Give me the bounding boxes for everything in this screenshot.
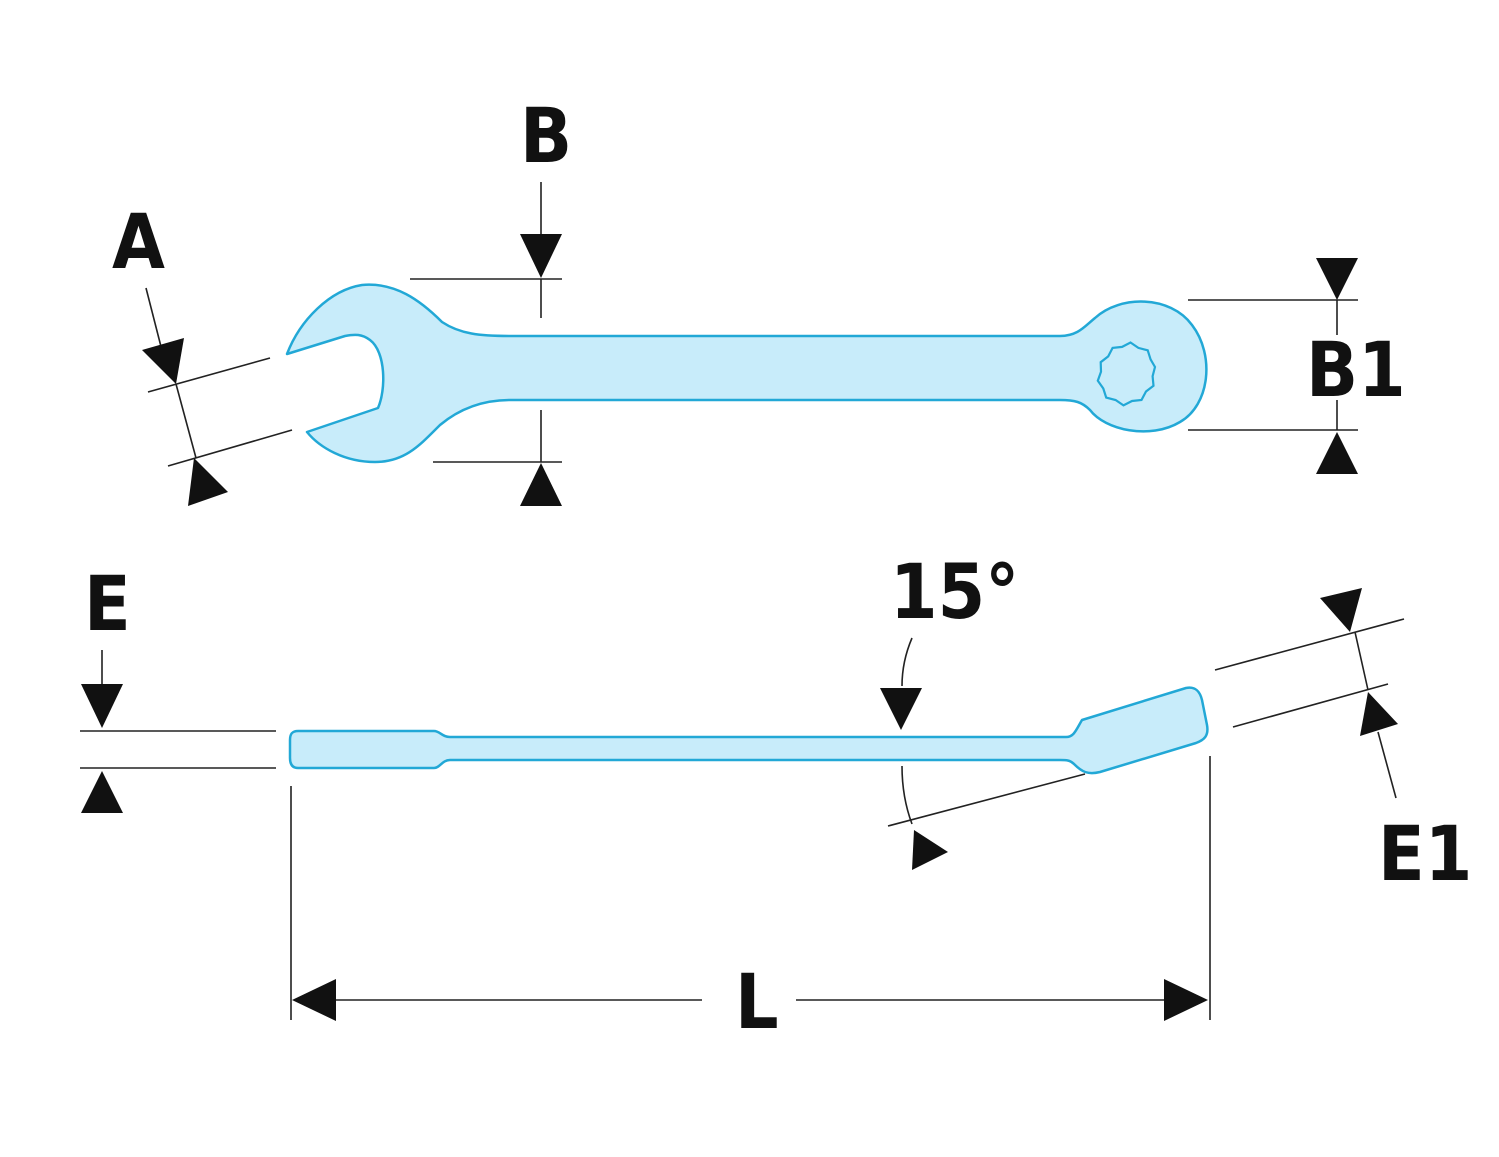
label-e: E <box>84 559 131 648</box>
dimension-b-arrow-bottom <box>520 463 562 506</box>
dimension-b1-arrow-bottom <box>1316 432 1358 474</box>
dimension-b-arrow-top <box>520 234 562 278</box>
dimension-b: B <box>410 91 572 506</box>
dimension-e-arrow-bottom <box>81 771 123 813</box>
dimension-b1-arrow-top <box>1316 258 1358 300</box>
wrench-side-body <box>288 686 1209 775</box>
label-a: A <box>112 197 165 286</box>
dimension-l-arrow-left <box>292 979 336 1021</box>
dimension-e1-arrow-bottom <box>1360 692 1398 736</box>
angle-arrow-top <box>880 688 922 730</box>
label-e1: E1 <box>1378 809 1472 898</box>
label-l: L <box>735 957 779 1046</box>
dimension-b1: B1 <box>1188 258 1406 474</box>
dimension-a-arrow-bottom <box>188 458 228 506</box>
wrench-top-view <box>285 283 1208 464</box>
label-angle: 15° <box>890 547 1019 636</box>
dimension-e-arrow-top <box>81 684 123 728</box>
angle-arrow-bottom <box>912 830 948 870</box>
wrench-ring-opening <box>1096 341 1157 407</box>
dimension-angle: 15° <box>880 547 1086 870</box>
dimension-e1-arrow-top <box>1320 588 1362 632</box>
dimension-e1: E1 <box>1214 588 1472 898</box>
dimension-a-arrow-top <box>142 338 184 384</box>
dimension-l-arrow-right <box>1164 979 1208 1021</box>
dimension-a: A <box>112 197 293 506</box>
dimension-e: E <box>80 559 276 813</box>
label-b1: B1 <box>1306 325 1406 414</box>
wrench-side-view <box>288 686 1209 775</box>
wrench-top-body <box>285 283 1208 464</box>
label-b: B <box>520 91 572 180</box>
dimension-l: L <box>290 756 1211 1046</box>
